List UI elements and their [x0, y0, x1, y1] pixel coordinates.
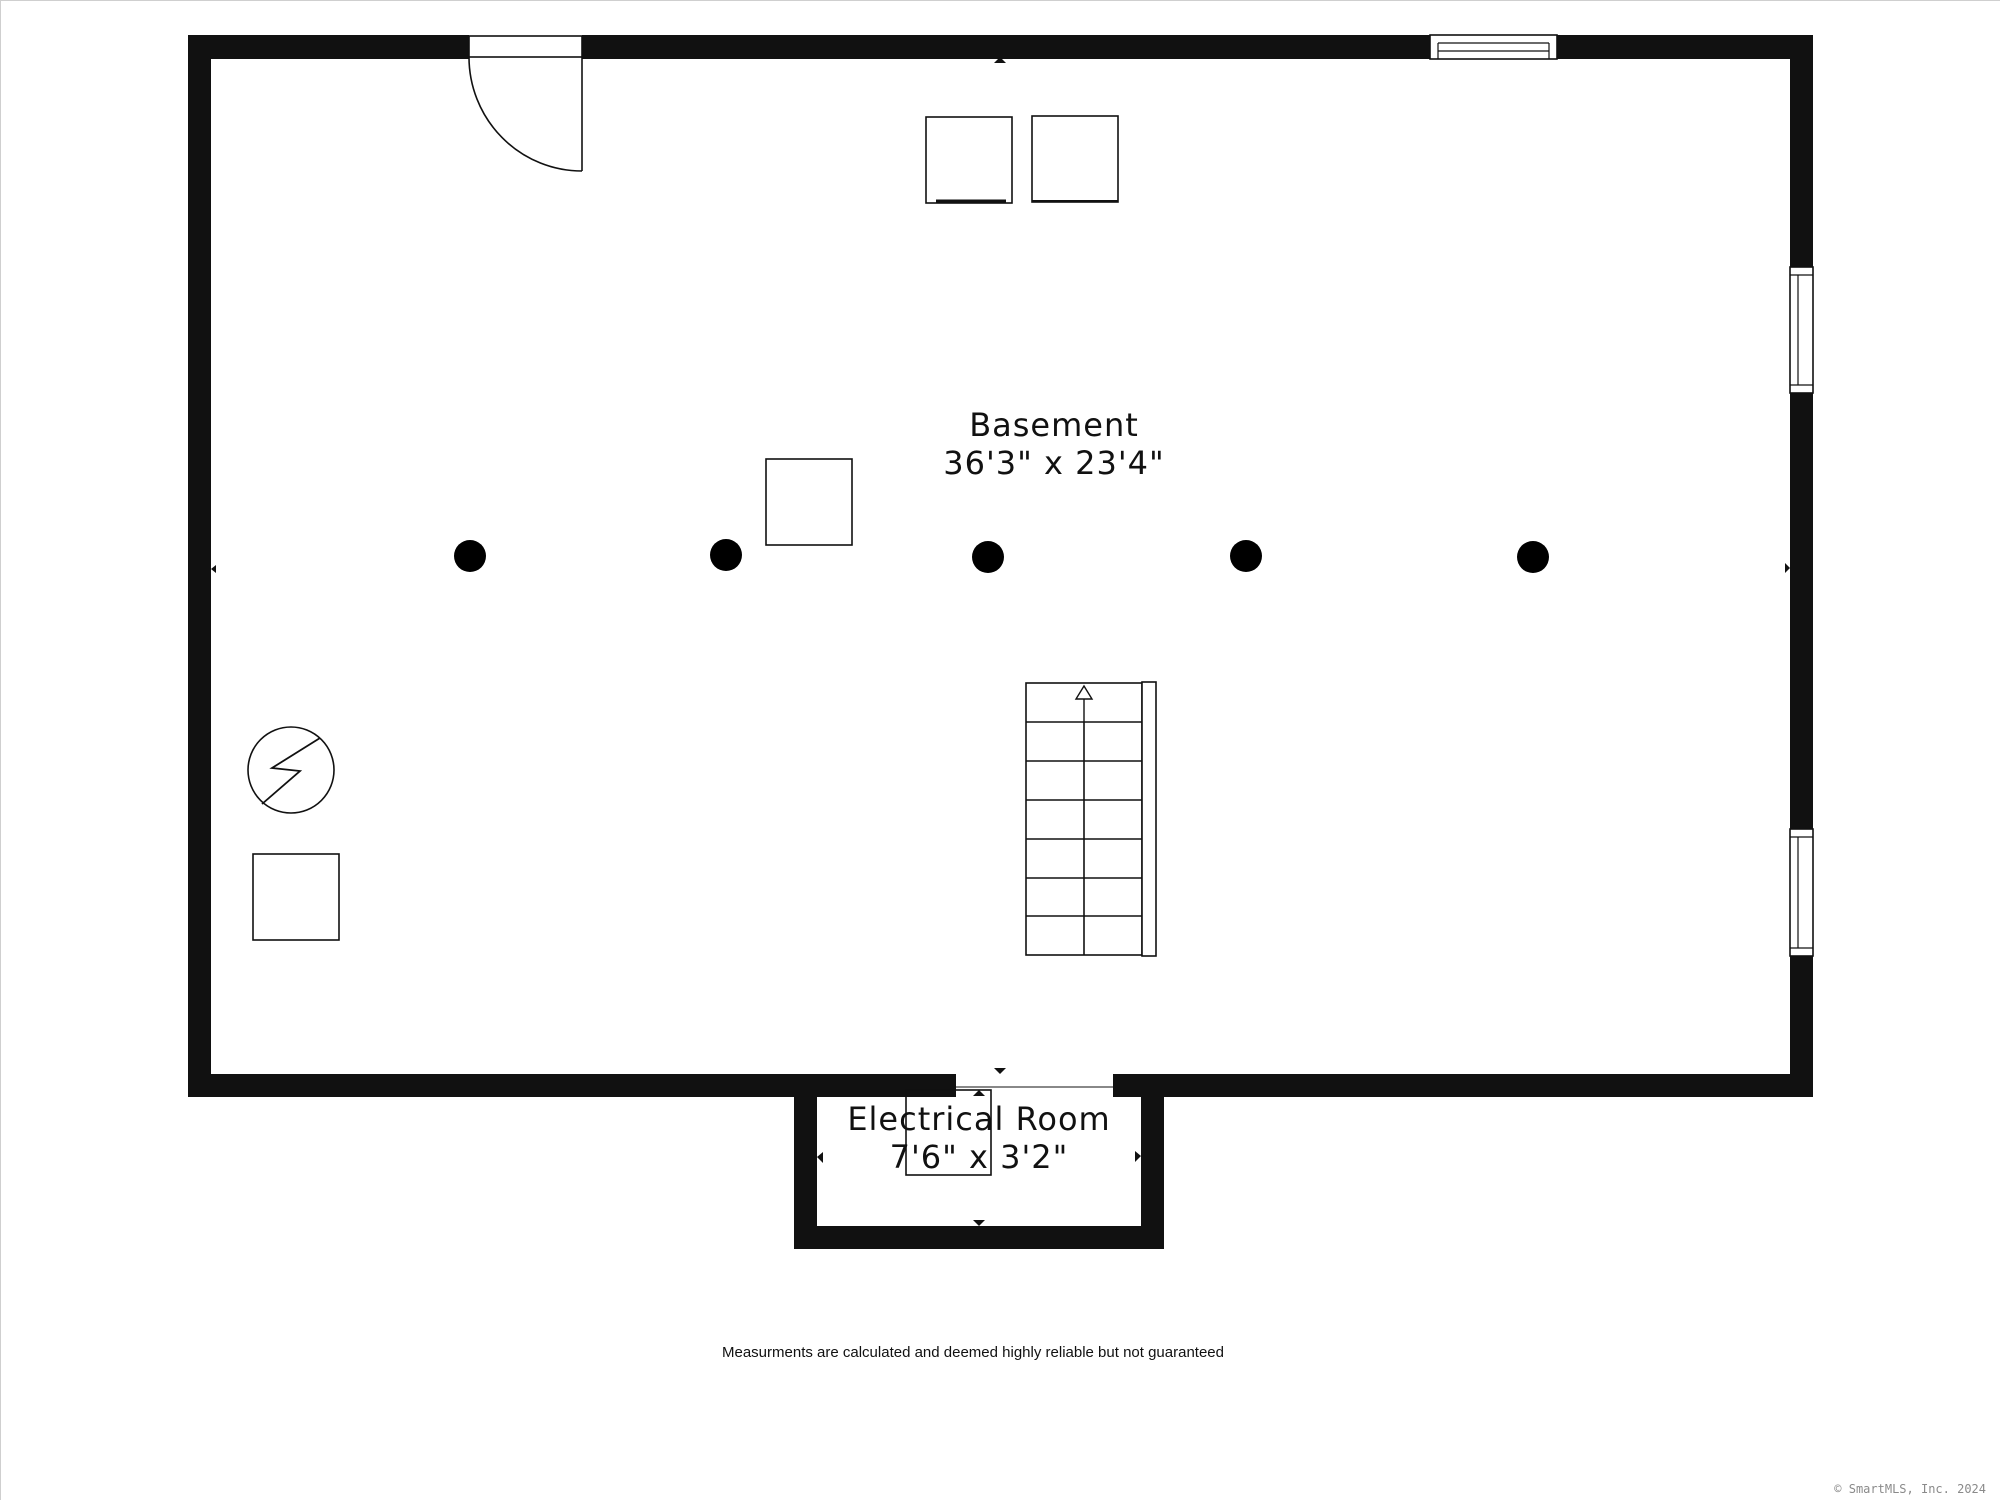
appliance-dryer: [1031, 115, 1119, 203]
up-arrow-icon: [1074, 684, 1094, 722]
support-column: [972, 541, 1004, 573]
wall-right-middle: [1790, 393, 1813, 829]
dimension-markers: [211, 57, 1790, 1226]
elec-dim-marker-bottom: [973, 1220, 985, 1226]
wall-bottom-left: [188, 1074, 956, 1097]
window-right-upper-frame: [1789, 266, 1814, 394]
support-column: [710, 539, 742, 571]
elec-wall-left: [794, 1090, 817, 1249]
room-dims-basement: 36'3" x 23'4": [943, 444, 1164, 482]
wall-right-top: [1790, 35, 1813, 267]
door-opening: [468, 35, 583, 58]
elec-dim-marker-top: [973, 1090, 985, 1096]
dim-marker-bottom: [994, 1068, 1006, 1074]
electrical-bolt: [261, 737, 321, 805]
support-column: [1230, 540, 1262, 572]
support-column: [454, 540, 486, 572]
wall-left: [188, 35, 211, 1097]
elec-wall-right: [1141, 1090, 1164, 1249]
support-columns: [454, 539, 1549, 573]
wall-top-right: [1557, 35, 1813, 59]
dim-marker-right: [1785, 563, 1790, 573]
room-name-electrical: Electrical Room: [847, 1100, 1110, 1138]
window-right-lower: [1789, 828, 1814, 957]
elec-dim-marker-left: [817, 1152, 823, 1163]
lightning-bolt-icon: [247, 726, 335, 814]
stair-treads: [1026, 721, 1142, 917]
dim-marker-top: [994, 57, 1006, 63]
basement-walls: [188, 35, 1813, 1097]
window-right-lower-frame: [1789, 828, 1814, 957]
dim-marker-left: [211, 565, 216, 573]
center-fixture-box: [765, 458, 853, 546]
electrical-room-walls: [794, 1090, 1164, 1249]
utility-box: [252, 853, 340, 941]
disclaimer-text: Measurments are calculated and deemed hi…: [722, 1344, 1224, 1361]
appliances-top: [925, 115, 1119, 204]
room-dims-electrical: 7'6" x 3'2": [890, 1138, 1069, 1176]
wall-right-bottom: [1790, 956, 1813, 1097]
stairs-railing: [1141, 681, 1157, 957]
copyright-text: © SmartMLS, Inc. 2024: [1834, 1482, 1986, 1496]
door-swing-arc: [468, 56, 583, 172]
support-column: [1517, 541, 1549, 573]
electrical-room-fixture: [905, 1089, 992, 1176]
elec-wall-bottom: [794, 1226, 1164, 1249]
window-right-upper: [1789, 266, 1814, 394]
appliance-washer: [925, 116, 1013, 204]
wall-bottom-right: [1113, 1074, 1813, 1097]
wall-top-middle: [582, 35, 1430, 59]
room-name-basement: Basement: [969, 406, 1139, 444]
window-top-frame: [1429, 34, 1558, 60]
window-top: [1429, 34, 1558, 60]
elec-dim-marker-right: [1135, 1151, 1141, 1162]
wall-top-left: [188, 35, 469, 59]
stairs: [1025, 681, 1157, 957]
entry-door: [468, 35, 583, 172]
